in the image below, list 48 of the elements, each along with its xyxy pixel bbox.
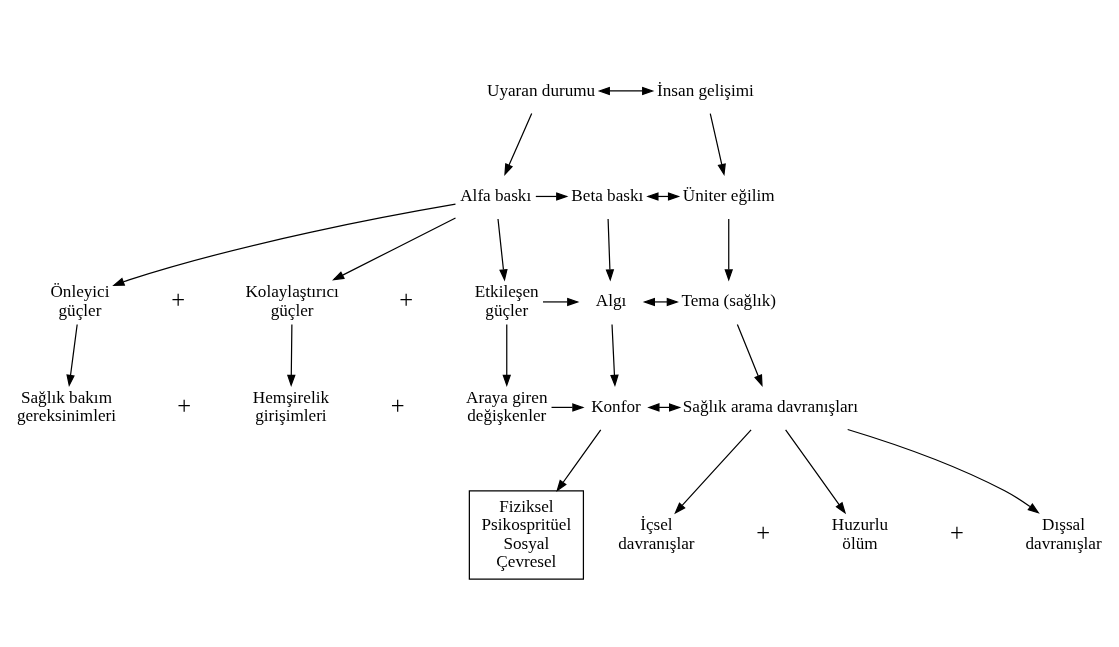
arrow	[785, 428, 847, 514]
node-text: İçsel davranışlar	[618, 514, 695, 553]
arrow	[709, 112, 726, 176]
label: +	[756, 518, 770, 546]
arrow	[535, 191, 569, 201]
arrow	[610, 323, 619, 387]
node-text: Önleyici güçler	[50, 281, 110, 320]
label: +	[949, 518, 964, 546]
node-text: İnsan gelişimi	[657, 80, 754, 100]
arrow	[287, 323, 296, 387]
node-text: Konfor	[591, 396, 641, 416]
node-text: Üniter eğilim	[682, 185, 775, 205]
arrow	[556, 428, 602, 492]
node-text: Kolaylaştırıcı güçler	[245, 281, 339, 320]
arrow	[497, 217, 508, 282]
node-text: Sağlık bakım gereksinimleri	[16, 387, 117, 425]
node-text: Alfa baskı	[460, 185, 532, 205]
node-text: Sağlık arama davranışları	[682, 396, 859, 416]
arrow	[597, 86, 655, 95]
node-text: Huzurlu ölüm	[831, 514, 889, 553]
arrow	[605, 217, 615, 282]
arrow	[674, 428, 752, 514]
node-text: Hemşirelik girişimleri	[252, 387, 330, 425]
node-text: Tema (sağlık)	[681, 290, 777, 310]
arrow	[504, 112, 533, 176]
node-text: Dışsal davranışlar	[1025, 514, 1102, 553]
node-text: Beta baskı	[571, 185, 644, 205]
node-text: Algı	[595, 290, 627, 310]
arrow	[724, 217, 734, 282]
arrow	[502, 323, 512, 387]
node-text: Etkileşen güçler	[474, 281, 539, 320]
arrow	[646, 191, 681, 201]
arrow	[642, 297, 679, 306]
label: +	[390, 391, 405, 419]
arrow	[66, 323, 78, 387]
arrow	[542, 297, 580, 306]
node-box: Fiziksel Psikospritüel Sosyal Çevresel	[468, 489, 585, 580]
node-text: Uyaran durumu	[487, 80, 596, 100]
arrow	[736, 323, 763, 387]
node-text: Araya giren değişkenler	[466, 387, 548, 425]
label: +	[399, 285, 414, 313]
label: +	[177, 391, 192, 419]
label: +	[171, 285, 185, 313]
arrow	[847, 428, 1040, 514]
arrow	[647, 402, 682, 412]
arrow	[550, 402, 585, 412]
arrow	[332, 216, 457, 280]
arrow	[112, 203, 457, 286]
